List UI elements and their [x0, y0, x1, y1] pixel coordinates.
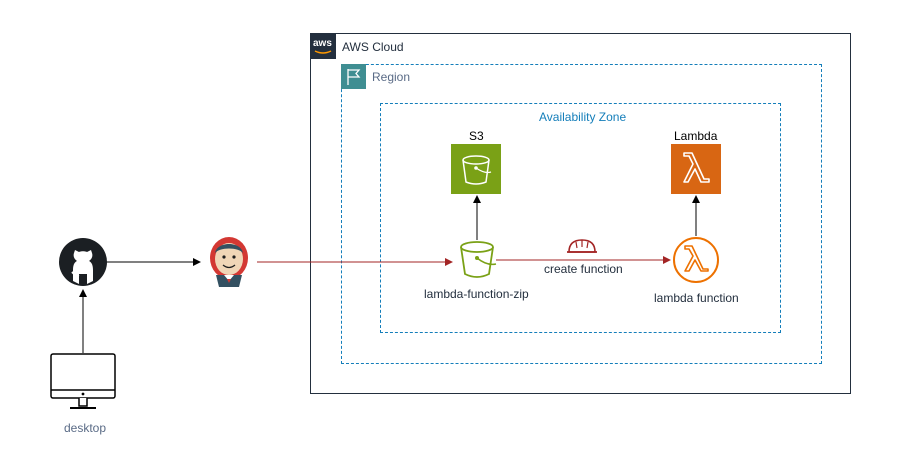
region-label: Region	[372, 70, 411, 84]
github-icon	[58, 237, 108, 287]
availability-zone-group	[380, 103, 781, 333]
s3-bucket-icon	[455, 240, 499, 282]
desktop-label: desktop	[64, 421, 107, 435]
s3-label: S3	[469, 129, 484, 143]
aws-cloud-label: AWS Cloud	[342, 40, 404, 54]
jenkins-icon	[206, 235, 252, 289]
create-function-label: create function	[543, 262, 624, 276]
lambda-function-label: lambda function	[654, 291, 739, 305]
aws-cloud-group	[310, 33, 851, 394]
bucket-label: lambda-function-zip	[424, 287, 529, 301]
lambda-label: Lambda	[674, 129, 718, 143]
region-group	[341, 64, 822, 364]
availability-zone-label: Availability Zone	[539, 110, 627, 124]
s3-icon	[451, 144, 501, 194]
region-flag-icon	[341, 64, 366, 89]
desktop-icon	[50, 353, 116, 413]
aws-smile	[314, 50, 332, 54]
aws-logo-icon: aws	[310, 33, 336, 59]
helmet-icon	[565, 237, 599, 257]
lambda-service-icon	[671, 144, 721, 194]
aws-logo-text: aws	[313, 38, 332, 49]
lambda-function-icon	[672, 236, 720, 284]
